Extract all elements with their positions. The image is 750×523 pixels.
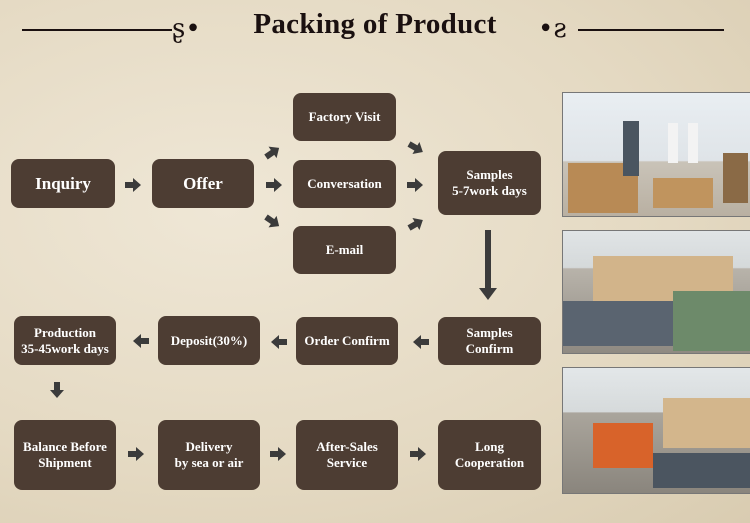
step-order-confirm: Order Confirm xyxy=(296,317,398,365)
step-balance: Balance Before Shipment xyxy=(14,420,116,490)
arrow-left-icon xyxy=(271,335,287,349)
arrow-down-right-icon xyxy=(405,137,427,159)
warehouse-photo-products xyxy=(562,367,750,494)
arrow-right-icon xyxy=(270,447,286,461)
step-offer: Offer xyxy=(152,159,254,208)
step-deposit: Deposit(30%) xyxy=(158,316,260,365)
step-samples-confirm: Samples Confirm xyxy=(438,317,541,365)
step-samples: Samples 5-7work days xyxy=(438,151,541,215)
arrow-down-icon xyxy=(479,230,497,300)
step-email: E-mail xyxy=(293,226,396,274)
arrow-right-icon xyxy=(128,447,144,461)
arrow-left-icon xyxy=(133,334,149,348)
flourish-icon-right: •ƨ xyxy=(538,14,567,44)
flourish-icon-left: ʂ• xyxy=(172,14,201,44)
step-inquiry: Inquiry xyxy=(11,159,115,208)
title-rule-right xyxy=(578,29,724,31)
arrow-down-right-icon xyxy=(261,211,284,232)
arrow-up-right-icon xyxy=(261,142,284,163)
step-factory-visit: Factory Visit xyxy=(293,93,396,141)
step-after-sales: After-Sales Service xyxy=(296,420,398,490)
title-rule-left xyxy=(22,29,172,31)
step-long-cooperation: Long Cooperation xyxy=(438,420,541,490)
step-conversation: Conversation xyxy=(293,160,396,208)
arrow-right-icon xyxy=(266,178,282,192)
arrow-right-icon xyxy=(407,178,423,192)
arrow-up-right-icon xyxy=(405,213,427,235)
step-production: Production 35-45work days xyxy=(14,316,116,365)
step-delivery: Delivery by sea or air xyxy=(158,420,260,490)
arrow-right-icon xyxy=(125,178,141,192)
page-title: Packing of Product xyxy=(253,8,497,40)
arrow-left-icon xyxy=(413,335,429,349)
factory-photo-packing-workers xyxy=(562,92,750,217)
arrow-down-icon xyxy=(50,382,64,398)
warehouse-photo-stacked-boxes xyxy=(562,230,750,354)
arrow-right-icon xyxy=(410,447,426,461)
